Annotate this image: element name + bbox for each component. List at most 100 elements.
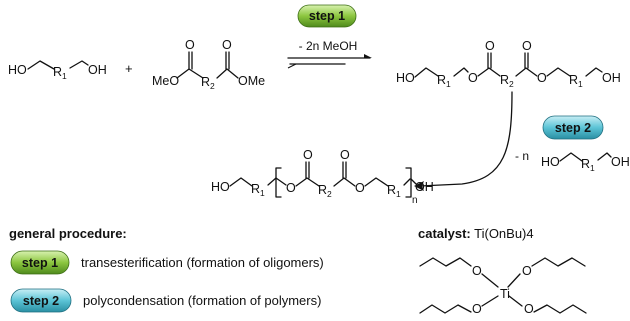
atom-HO: HO bbox=[8, 63, 27, 77]
bond bbox=[507, 273, 521, 288]
bond bbox=[559, 152, 583, 162]
step2-label: step 2 bbox=[555, 121, 591, 135]
bond bbox=[176, 68, 204, 79]
bond bbox=[414, 67, 439, 78]
bond bbox=[69, 60, 89, 69]
oligomer-molecule: HO R 1 O O R 2 O O R 1 OH bbox=[396, 39, 621, 89]
atom-R2: R bbox=[500, 73, 509, 87]
bond bbox=[275, 177, 287, 186]
bond bbox=[333, 177, 356, 187]
atom-R1-sub: 1 bbox=[260, 188, 265, 198]
atom-O: O bbox=[472, 302, 482, 316]
bond bbox=[403, 178, 411, 186]
bond bbox=[229, 177, 253, 187]
atom-O: O bbox=[537, 71, 547, 85]
bond bbox=[481, 273, 499, 288]
diol-loss-label: - n bbox=[515, 149, 529, 163]
atom-OMe: OMe bbox=[238, 74, 265, 88]
atom-OH: OH bbox=[602, 71, 621, 85]
atom-HO: HO bbox=[541, 155, 560, 169]
atom-R1-sub: 1 bbox=[396, 189, 401, 199]
left-bracket bbox=[275, 167, 282, 198]
polymer-molecule: HO R 1 O O R 2 O O R 1 n OH bbox=[211, 148, 434, 206]
methanol-loss-label: - 2n MeOH bbox=[299, 39, 358, 53]
double-bond bbox=[305, 161, 310, 179]
bond bbox=[585, 67, 603, 77]
plus-sign: + bbox=[125, 61, 133, 76]
double-bond bbox=[524, 52, 529, 69]
atom-O: O bbox=[524, 302, 534, 316]
bond bbox=[515, 67, 538, 77]
atom-MeO: MeO bbox=[152, 74, 179, 88]
catalyst-label: catalyst: Ti(OnBu)4 bbox=[418, 226, 534, 241]
step1-badge-legend: step 1 bbox=[10, 250, 70, 275]
curved-arrow bbox=[419, 91, 513, 187]
double-bond bbox=[487, 52, 492, 69]
double-bond bbox=[342, 161, 347, 179]
atom-HO: HO bbox=[396, 71, 415, 85]
atom-R1-sub: 1 bbox=[590, 163, 595, 173]
diol-byproduct: HO R 1 OH bbox=[541, 152, 630, 173]
atom-O: O bbox=[355, 181, 365, 195]
step1-label: step 1 bbox=[309, 9, 345, 23]
general-procedure-heading: general procedure: bbox=[9, 226, 127, 241]
diol-molecule: HO R 1 OH bbox=[8, 60, 107, 81]
atom-O: O bbox=[522, 39, 532, 53]
atom-O: O bbox=[185, 38, 195, 52]
double-bond bbox=[188, 51, 193, 70]
butyl-chain bbox=[533, 304, 587, 314]
bond bbox=[295, 177, 320, 187]
atom-R2-sub: 2 bbox=[509, 79, 514, 89]
double-bond bbox=[225, 51, 230, 70]
step2-badge-top: step 2 bbox=[542, 115, 604, 140]
step1-badge-top: step 1 bbox=[297, 4, 357, 28]
atom-Ti: Ti bbox=[500, 287, 510, 301]
step1-description: transesterification (formation of oligom… bbox=[81, 255, 324, 270]
atom-OH: OH bbox=[611, 155, 630, 169]
atom-HO: HO bbox=[211, 180, 230, 194]
atom-R2: R bbox=[201, 75, 210, 89]
atom-O: O bbox=[222, 38, 232, 52]
bond bbox=[267, 177, 277, 186]
step2-description: polycondensation (formation of polymers) bbox=[83, 293, 321, 308]
curved-arrow-head bbox=[414, 181, 424, 191]
atom-R1-sub: 1 bbox=[62, 71, 67, 81]
atom-O: O bbox=[286, 181, 296, 195]
repeat-n: n bbox=[412, 195, 418, 206]
butyl-chain bbox=[419, 304, 472, 314]
bond bbox=[27, 60, 55, 70]
atom-R1: R bbox=[387, 183, 396, 197]
bond bbox=[597, 152, 612, 161]
bond bbox=[364, 177, 389, 187]
atom-R1: R bbox=[53, 65, 62, 79]
atom-R1: R bbox=[437, 73, 446, 87]
atom-O: O bbox=[485, 39, 495, 53]
atom-O: O bbox=[303, 148, 313, 162]
bond bbox=[410, 178, 417, 185]
equilibrium-arrow bbox=[287, 54, 372, 69]
diester-molecule: MeO O R 2 O OMe bbox=[152, 38, 265, 91]
butyl-chain bbox=[419, 257, 472, 267]
right-bracket bbox=[405, 167, 412, 198]
step2-badge-legend: step 2 bbox=[10, 288, 72, 313]
bond bbox=[508, 295, 523, 307]
atom-R2: R bbox=[318, 183, 327, 197]
bond bbox=[453, 67, 469, 77]
atom-R1-sub: 1 bbox=[578, 79, 583, 89]
atom-O: O bbox=[472, 264, 482, 278]
atom-R1: R bbox=[251, 182, 260, 196]
atom-R1: R bbox=[581, 157, 590, 171]
atom-R1-sub: 1 bbox=[446, 79, 451, 89]
bond bbox=[481, 295, 499, 307]
catalyst-structure: Ti O O O O bbox=[419, 257, 587, 316]
atom-O: O bbox=[522, 264, 532, 278]
butyl-chain bbox=[531, 257, 586, 267]
atom-O: O bbox=[340, 148, 350, 162]
bond bbox=[546, 67, 571, 77]
bond bbox=[477, 67, 501, 77]
step2-legend-label: step 2 bbox=[23, 294, 59, 308]
atom-OH: OH bbox=[88, 63, 107, 77]
atom-R2-sub: 2 bbox=[210, 81, 215, 91]
atom-R2-sub: 2 bbox=[327, 189, 332, 199]
